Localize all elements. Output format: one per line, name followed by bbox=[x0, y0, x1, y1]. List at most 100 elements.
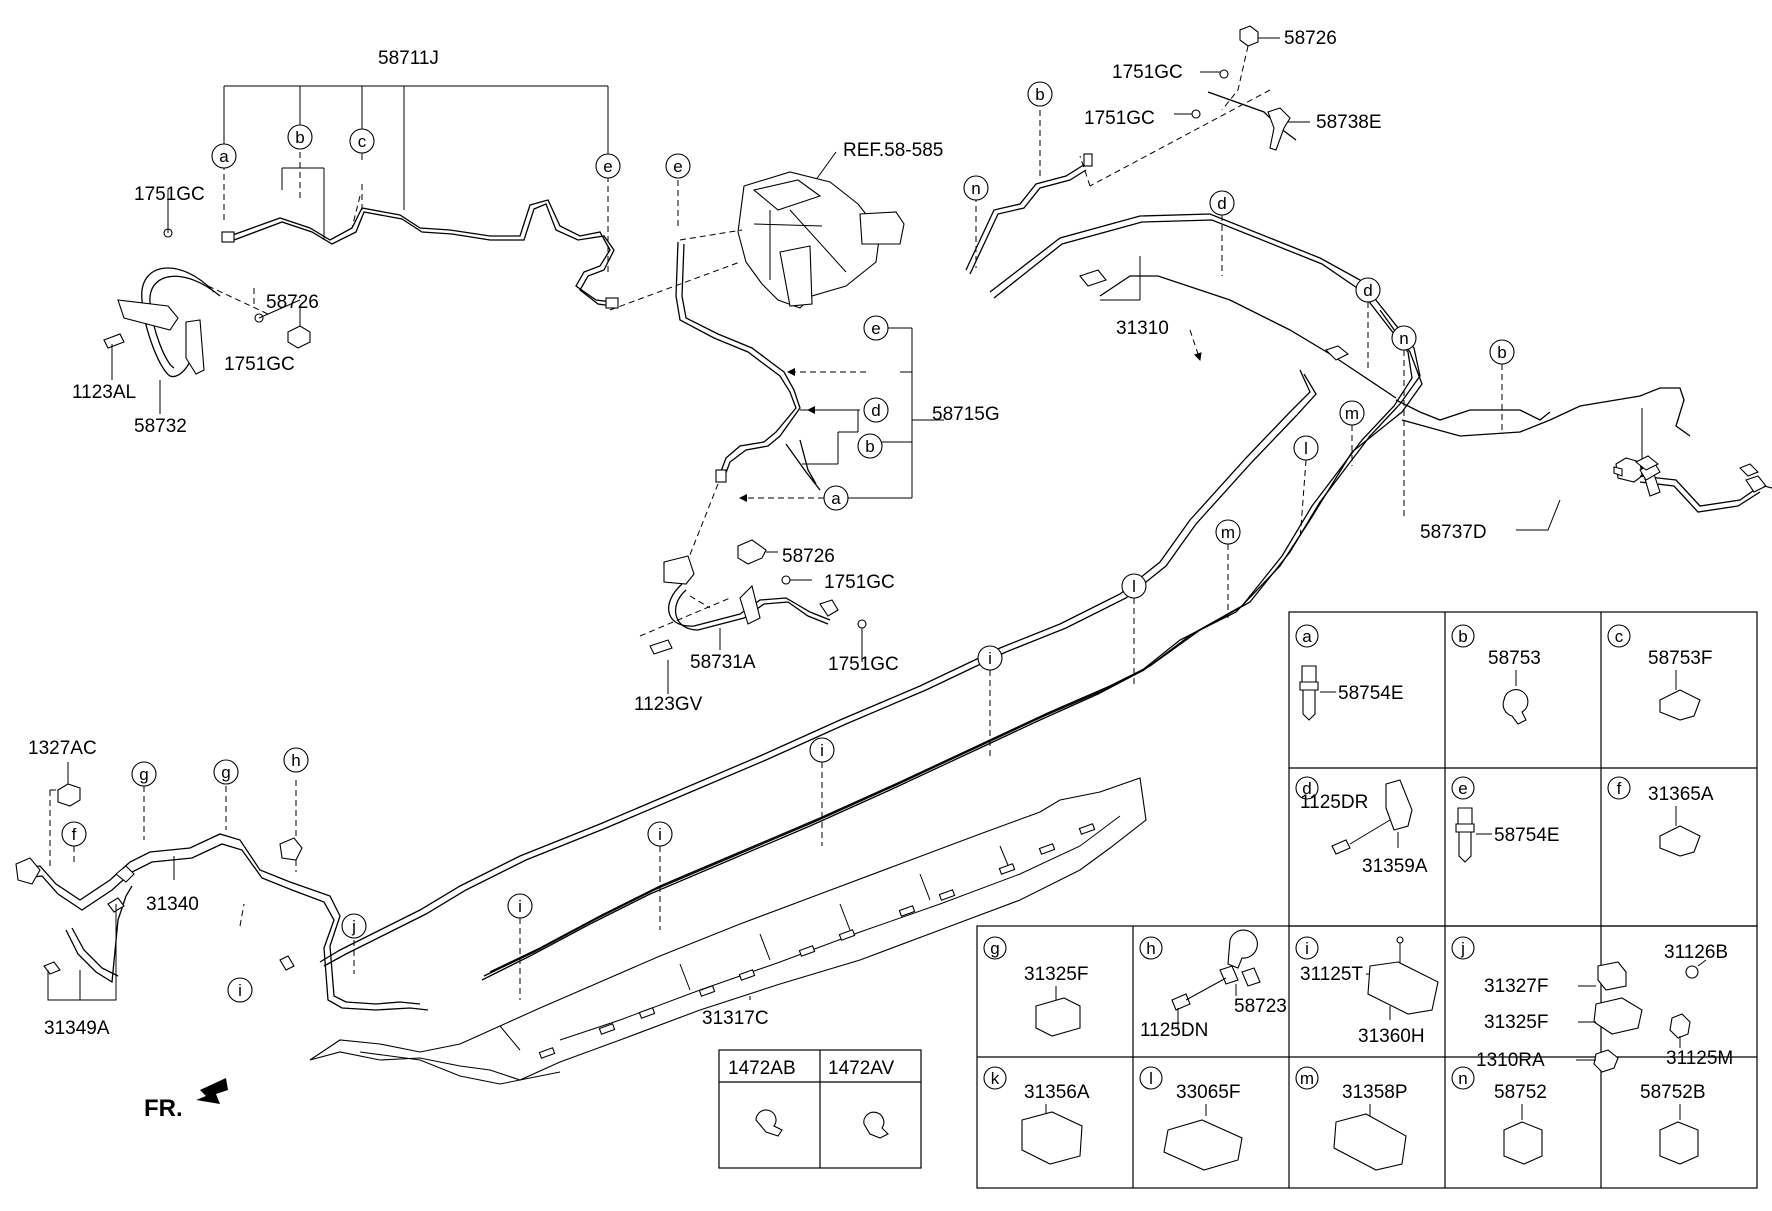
connector-31310 bbox=[1079, 269, 1107, 287]
fitting-58754e-icon bbox=[1299, 665, 1319, 721]
bolt-58726-b bbox=[737, 539, 767, 565]
legend-cell-d: d 1125DR 31359A bbox=[1295, 776, 1428, 877]
legend-b-part: 58753 bbox=[1488, 648, 1541, 669]
label-1751gc-1: 1751GC bbox=[134, 184, 205, 205]
nut-31125m-icon bbox=[1669, 1013, 1691, 1039]
callout-e-3: e bbox=[863, 315, 889, 341]
legend-k-part: 31356A bbox=[1024, 1082, 1090, 1103]
clip-31358p-icon bbox=[1333, 1113, 1407, 1171]
frame-rail-31317c: 31317C bbox=[309, 777, 1147, 1085]
legend-j-part-3: 31325F bbox=[1484, 1012, 1548, 1033]
label-58732: 58732 bbox=[134, 416, 187, 437]
callout-b-3: b bbox=[1027, 81, 1053, 107]
legend-f-part: 31365A bbox=[1648, 784, 1714, 805]
label-31310: 31310 bbox=[1116, 318, 1169, 339]
svg-text:i: i bbox=[658, 825, 662, 844]
svg-text:i: i bbox=[1305, 939, 1309, 958]
right-fittings-group bbox=[1634, 455, 1660, 471]
callout-e-2: e bbox=[665, 153, 691, 179]
label-fr: FR. bbox=[144, 1095, 183, 1122]
grommet-58723-icon bbox=[1219, 965, 1261, 987]
legend-m-part: 31358P bbox=[1342, 1082, 1408, 1103]
label-58726-1: 58726 bbox=[266, 292, 319, 313]
svg-text:e: e bbox=[871, 319, 880, 338]
legend-n-part-1: 58752 bbox=[1494, 1082, 1547, 1103]
legend-grid: a 58754E b 58753 c 58753F d 1125DR 31359… bbox=[976, 611, 1758, 1189]
bracket-58732 bbox=[117, 299, 179, 331]
frame-slots bbox=[538, 823, 1096, 1059]
callout-n-1: n bbox=[963, 175, 989, 201]
svg-text:d: d bbox=[1217, 194, 1226, 213]
callout-a-1: a bbox=[211, 143, 237, 169]
callout-b-2: b bbox=[857, 433, 883, 459]
svg-text:g: g bbox=[221, 763, 230, 782]
bolt-1123al bbox=[103, 333, 125, 349]
callout-b-4: b bbox=[1489, 339, 1515, 365]
legend-cell-e: e 58754E bbox=[1451, 776, 1560, 863]
clip-h-rear bbox=[279, 837, 303, 861]
legend-cell-a: a 58754E bbox=[1295, 624, 1404, 721]
legend-cell-f: f 31365A bbox=[1607, 776, 1714, 857]
master-cylinder bbox=[859, 211, 905, 245]
clip-31356a-icon bbox=[1021, 1111, 1083, 1165]
svg-text:c: c bbox=[1615, 627, 1624, 646]
front-direction-arrow: FR. bbox=[144, 1078, 228, 1122]
svg-text:i: i bbox=[988, 649, 992, 668]
callout-c-1: c bbox=[349, 128, 375, 154]
legend-i-part-2: 31360H bbox=[1358, 1026, 1425, 1047]
callout-n-2: n bbox=[1391, 325, 1417, 351]
callout-i-2: i bbox=[809, 737, 835, 763]
label-58726-2: 58726 bbox=[782, 546, 835, 567]
svg-text:l: l bbox=[1304, 439, 1308, 458]
table-header-1472av: 1472AV bbox=[828, 1058, 895, 1079]
nut-1327ac bbox=[57, 783, 81, 807]
svg-text:e: e bbox=[673, 157, 682, 176]
bolt-1123gv bbox=[649, 639, 673, 655]
callout-f-1: f bbox=[61, 821, 87, 847]
bolt-1125dn-icon bbox=[1171, 993, 1191, 1011]
bracket-58731a bbox=[663, 555, 695, 585]
svg-text:a: a bbox=[831, 489, 841, 508]
legend-cell-h: h 58723 1125DN bbox=[1139, 929, 1287, 1041]
legend-d-part-2: 31359A bbox=[1362, 856, 1428, 877]
callout-h-1: h bbox=[283, 747, 309, 773]
svg-text:h: h bbox=[1146, 939, 1155, 958]
svg-text:b: b bbox=[295, 128, 304, 147]
svg-text:d: d bbox=[1302, 779, 1311, 798]
legend-j-part-1: 31327F bbox=[1484, 976, 1548, 997]
clip-31349a-a bbox=[43, 961, 61, 975]
callout-g-1: g bbox=[131, 761, 157, 787]
bolt-58726-c bbox=[1239, 25, 1259, 47]
callout-b-1: b bbox=[287, 124, 313, 150]
clip-58753f-icon bbox=[1659, 689, 1701, 721]
svg-text:m: m bbox=[1345, 404, 1359, 423]
svg-text:a: a bbox=[1302, 627, 1312, 646]
callout-i-1: i bbox=[977, 645, 1003, 671]
legend-cell-l: l 33065F bbox=[1139, 1066, 1243, 1171]
legend-cell-n: n 58752 58752B bbox=[1451, 1066, 1706, 1165]
main-fuel-line-group: 31310 bbox=[319, 213, 1551, 981]
clip-1472av-icon bbox=[863, 1111, 889, 1139]
svg-text:b: b bbox=[1035, 85, 1044, 104]
callout-l-1: l bbox=[1293, 435, 1319, 461]
label-58738E: 58738E bbox=[1316, 112, 1382, 133]
table-header-1472ab: 1472AB bbox=[728, 1058, 796, 1079]
label-58726-3: 58726 bbox=[1284, 28, 1337, 49]
svg-text:g: g bbox=[139, 765, 148, 784]
label-58737D: 58737D bbox=[1420, 522, 1487, 543]
callout-i-4: i bbox=[507, 893, 533, 919]
callout-d-3: d bbox=[1355, 277, 1381, 303]
callout-d-2: d bbox=[1209, 190, 1235, 216]
clip-58752-icon bbox=[1503, 1121, 1543, 1165]
label-1751gc-6: 1751GC bbox=[1084, 108, 1155, 129]
legend-j-part-2: 31126B bbox=[1664, 942, 1728, 963]
legend-cell-i: i 31125T 31360H bbox=[1295, 936, 1439, 1047]
clip-58753-icon bbox=[1502, 689, 1529, 725]
clip-table: 1472AB 1472AV bbox=[718, 1049, 922, 1169]
legend-a-part: 58754E bbox=[1338, 683, 1404, 704]
label-1751gc-4: 1751GC bbox=[828, 654, 899, 675]
center-brake-line-group: 58715G 58726 1751GC 58731A 1751GC 1123GV bbox=[634, 241, 1000, 715]
svg-text:e: e bbox=[1458, 779, 1467, 798]
label-1123al: 1123AL bbox=[72, 382, 136, 403]
